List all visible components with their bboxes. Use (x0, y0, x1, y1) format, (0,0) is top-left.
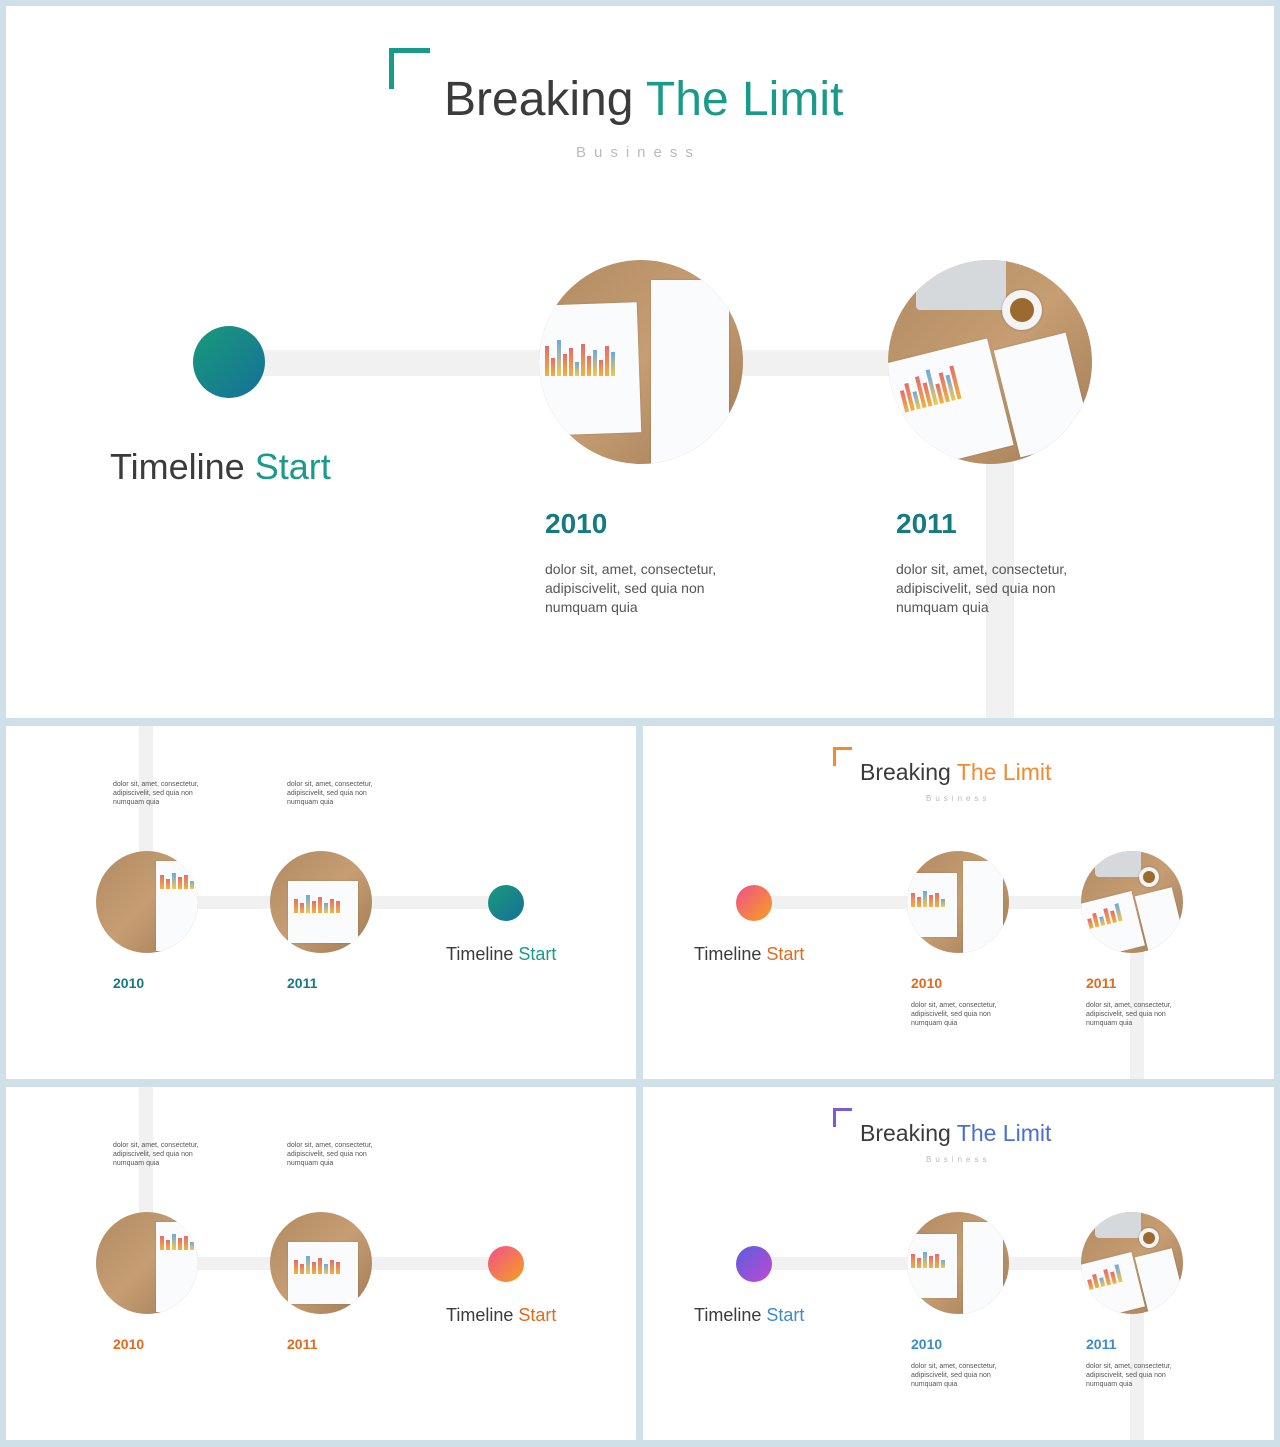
timeline-start-label: Timeline Start (446, 1305, 556, 1326)
label-accent: Start (766, 944, 805, 964)
timeline-line-vertical (139, 1087, 153, 1217)
label-accent: Start (518, 944, 557, 964)
desc-2011: dolor sit, amet, consectetur, adipiscive… (896, 561, 1068, 615)
photo-2010 (96, 1212, 198, 1314)
year-2011: 2011 (287, 1336, 318, 1352)
slide-subtitle: Business (926, 1155, 991, 1164)
slide-title: Breaking The Limit (860, 1120, 1051, 1147)
desc-2010: dolor sit, amet, consectetur, adipiscive… (911, 1002, 997, 1027)
slide-blue[interactable]: Breaking The Limit Business Timeline Sta… (643, 1087, 1274, 1440)
slide-orange-mirrored[interactable]: dolor sit, amet, consectetur, adipiscive… (6, 1087, 636, 1440)
desc-2011: dolor sit, amet, consectetur, adipiscive… (1086, 1363, 1172, 1388)
year-2011: 2011 (1086, 1336, 1117, 1352)
label-main: Timeline (694, 944, 767, 964)
label-main: Timeline (446, 1305, 519, 1325)
year-2011: 2011 (287, 975, 318, 991)
title-bracket-icon (833, 747, 852, 766)
photo-2011 (888, 260, 1092, 464)
title-accent: The Limit (956, 1120, 1052, 1146)
year-2010: 2010 (113, 975, 145, 991)
title-accent: The Limit (645, 73, 844, 126)
title-main: Breaking (444, 73, 646, 126)
timeline-start-dot (488, 885, 524, 921)
label-main: Timeline (694, 1305, 767, 1325)
label-main: Timeline (446, 944, 519, 964)
year-2011: 2011 (1086, 975, 1117, 991)
slide-subtitle: Business (576, 144, 701, 161)
label-accent: Start (518, 1305, 557, 1325)
photo-2010 (539, 260, 743, 464)
year-2010: 2010 (113, 1336, 145, 1352)
desc-2011: dolor sit, amet, consectetur, adipiscive… (1086, 1002, 1172, 1027)
photo-2011 (1081, 1212, 1183, 1314)
title-bracket-icon (389, 48, 430, 89)
slide-subtitle: Business (926, 794, 991, 803)
timeline-start-dot (193, 326, 265, 398)
photo-2010 (907, 1212, 1009, 1314)
desc-2010: dolor sit, amet, consectetur, adipiscive… (545, 561, 717, 615)
photo-2010 (96, 851, 198, 953)
timeline-start-label: Timeline Start (694, 944, 804, 965)
photo-2010 (907, 851, 1009, 953)
label-main: Timeline (110, 446, 255, 487)
timeline-line-vertical (139, 726, 153, 856)
slide-title: Breaking The Limit (860, 759, 1051, 786)
title-accent: The Limit (956, 759, 1052, 785)
desc-2010: dolor sit, amet, consectetur, adipiscive… (113, 1142, 199, 1167)
year-2010: 2010 (545, 508, 608, 539)
timeline-start-dot (736, 1246, 772, 1282)
desc-2011: dolor sit, amet, consectetur, adipiscive… (287, 1142, 373, 1167)
slide-main[interactable]: Breaking The Limit Business Timeline Sta… (6, 6, 1274, 718)
timeline-start-dot (736, 885, 772, 921)
desc-2010: dolor sit, amet, consectetur, adipiscive… (911, 1363, 997, 1388)
label-accent: Start (254, 446, 331, 487)
slide-teal-mirrored[interactable]: dolor sit, amet, consectetur, adipiscive… (6, 726, 636, 1079)
title-main: Breaking (860, 759, 957, 785)
desc-2010: dolor sit, amet, consectetur, adipiscive… (113, 781, 199, 806)
year-2011: 2011 (896, 508, 957, 539)
year-2010: 2010 (911, 1336, 943, 1352)
timeline-start-dot (488, 1246, 524, 1282)
timeline-start-label: Timeline Start (110, 446, 331, 488)
timeline-start-label: Timeline Start (446, 944, 556, 965)
year-2010: 2010 (911, 975, 943, 991)
slide-title: Breaking The Limit (444, 72, 843, 127)
photo-2011 (270, 851, 372, 953)
label-accent: Start (766, 1305, 805, 1325)
slide-orange[interactable]: Breaking The Limit Business Timeline Sta… (643, 726, 1274, 1079)
photo-2011 (1081, 851, 1183, 953)
timeline-start-label: Timeline Start (694, 1305, 804, 1326)
title-bracket-icon (833, 1108, 852, 1127)
desc-2011: dolor sit, amet, consectetur, adipiscive… (287, 781, 373, 806)
title-main: Breaking (860, 1120, 957, 1146)
photo-2011 (270, 1212, 372, 1314)
